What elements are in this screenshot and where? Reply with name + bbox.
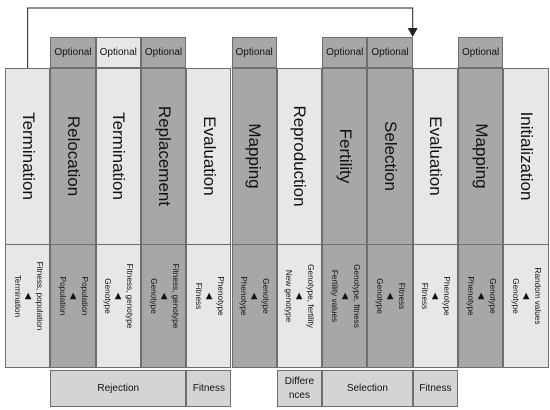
stage-input-label: Fitness, genotype [170,263,180,329]
column-divider [232,244,276,245]
flow-arrow-icon: ◄ [21,290,34,302]
stage-input-label: Genotype, fertility [306,264,316,328]
stage-io: Fitness, population◄Termination [12,262,44,331]
stage-io: Random values◄Genotype [510,268,542,325]
stage-input-label: Fitness, population [34,261,44,331]
stage-output-label: Fitness [193,282,203,310]
stage-input-label: Genotype [487,278,497,314]
stage-output-label: Termination [12,274,22,318]
stage-output-label: Population [57,276,67,316]
stage-output-label: Fitness [420,282,430,310]
stage-name: Reproduction [290,105,310,207]
flow-arrow-icon: ◄ [384,290,397,302]
stage-io: Fitness, genotype◄Genotype [148,264,180,329]
flow-arrow-icon: ◄ [112,290,125,302]
group-label: Selection [322,370,413,407]
stage-output-label: Genotype [510,278,520,314]
column-divider [96,244,140,245]
stage-io: Genotype, fertility◄New genotype [283,264,315,328]
optional-tag: Optional [231,37,277,68]
column-divider [459,244,503,245]
column-divider [51,244,95,245]
column-divider [504,244,548,245]
stage-name: Fertility [335,128,355,184]
optional-tag: Optional [367,37,413,68]
stage-name: Mapping [245,123,265,189]
stage-output-label: Phenotype [465,276,475,316]
group-label: Differe nces [276,370,323,407]
stage-name: Relocation [63,115,83,197]
optional-tag: Optional [140,37,187,68]
stage-input-label: Fitness [397,282,407,310]
stage-io: Genotype, fitness◄Fertility values [329,264,361,328]
stage-output-label: New genotype [284,269,294,323]
stage-input-label: Random values [532,267,542,325]
stage-name: Initialization [516,111,536,201]
column-divider [368,244,412,245]
optional-tag: Optional [95,37,141,68]
stage-output-label: Genotype [148,278,158,314]
stage-name: Replacement [154,105,174,207]
stage-io: Genotype◄Phenotype [238,276,270,315]
stage-io: Fitness◄Genotype [374,278,406,314]
column-divider [6,244,50,245]
group-label: Fitness [186,370,232,407]
stage-io: Phenotype◄Fitness [193,276,225,315]
stage-output-label: Phenotype [239,276,249,316]
stage-name: Evaluation [426,116,446,196]
stage-output-label: Genotype [375,278,385,314]
stage-input-label: Fitness, genotype [125,263,135,329]
stage-name: Selection [381,121,401,191]
stage-name: Termination [18,112,38,200]
stage-input-label: Genotype [261,278,271,314]
optional-tag: Optional [458,37,504,68]
column-divider [413,244,457,245]
stage-name: Termination [109,112,129,200]
group-label: Rejection [50,370,187,407]
stage-input-label: Genotype, fitness [351,264,361,328]
stage-io: Phenotype◄Fitness [419,276,451,315]
column-divider [141,244,186,245]
stage-io: Population◄Population [57,277,89,316]
optional-tag: Optional [322,37,368,68]
column-divider [277,244,322,245]
stage-input-label: Phenotype [215,276,225,316]
flow-arrow-icon: ◄ [429,290,442,302]
stage-name: Mapping [471,123,491,189]
column-divider [187,244,231,245]
flow-arrow-icon: ◄ [519,290,532,302]
stage-io: Fitness, genotype◄Genotype [102,264,134,329]
flow-arrow-icon: ◄ [338,290,351,302]
stage-output-label: Fertility values [329,269,339,323]
stage-io: Genotype◄Phenotype [465,276,497,315]
stage-input-label: Population [79,276,89,316]
column-divider [323,244,367,245]
flow-arrow-icon: ◄ [202,290,215,302]
stage-name: Evaluation [199,116,219,196]
flow-arrow-icon: ◄ [66,290,79,302]
group-label: Fitness [412,370,458,407]
optional-tag: Optional [50,37,96,68]
stage-output-label: Genotype [103,278,113,314]
stage-input-label: Phenotype [442,276,452,316]
flow-arrow-icon: ◄ [293,290,306,302]
flow-arrow-icon: ◄ [157,290,170,302]
flow-arrow-icon: ◄ [474,290,487,302]
flow-arrow-icon: ◄ [248,290,261,302]
